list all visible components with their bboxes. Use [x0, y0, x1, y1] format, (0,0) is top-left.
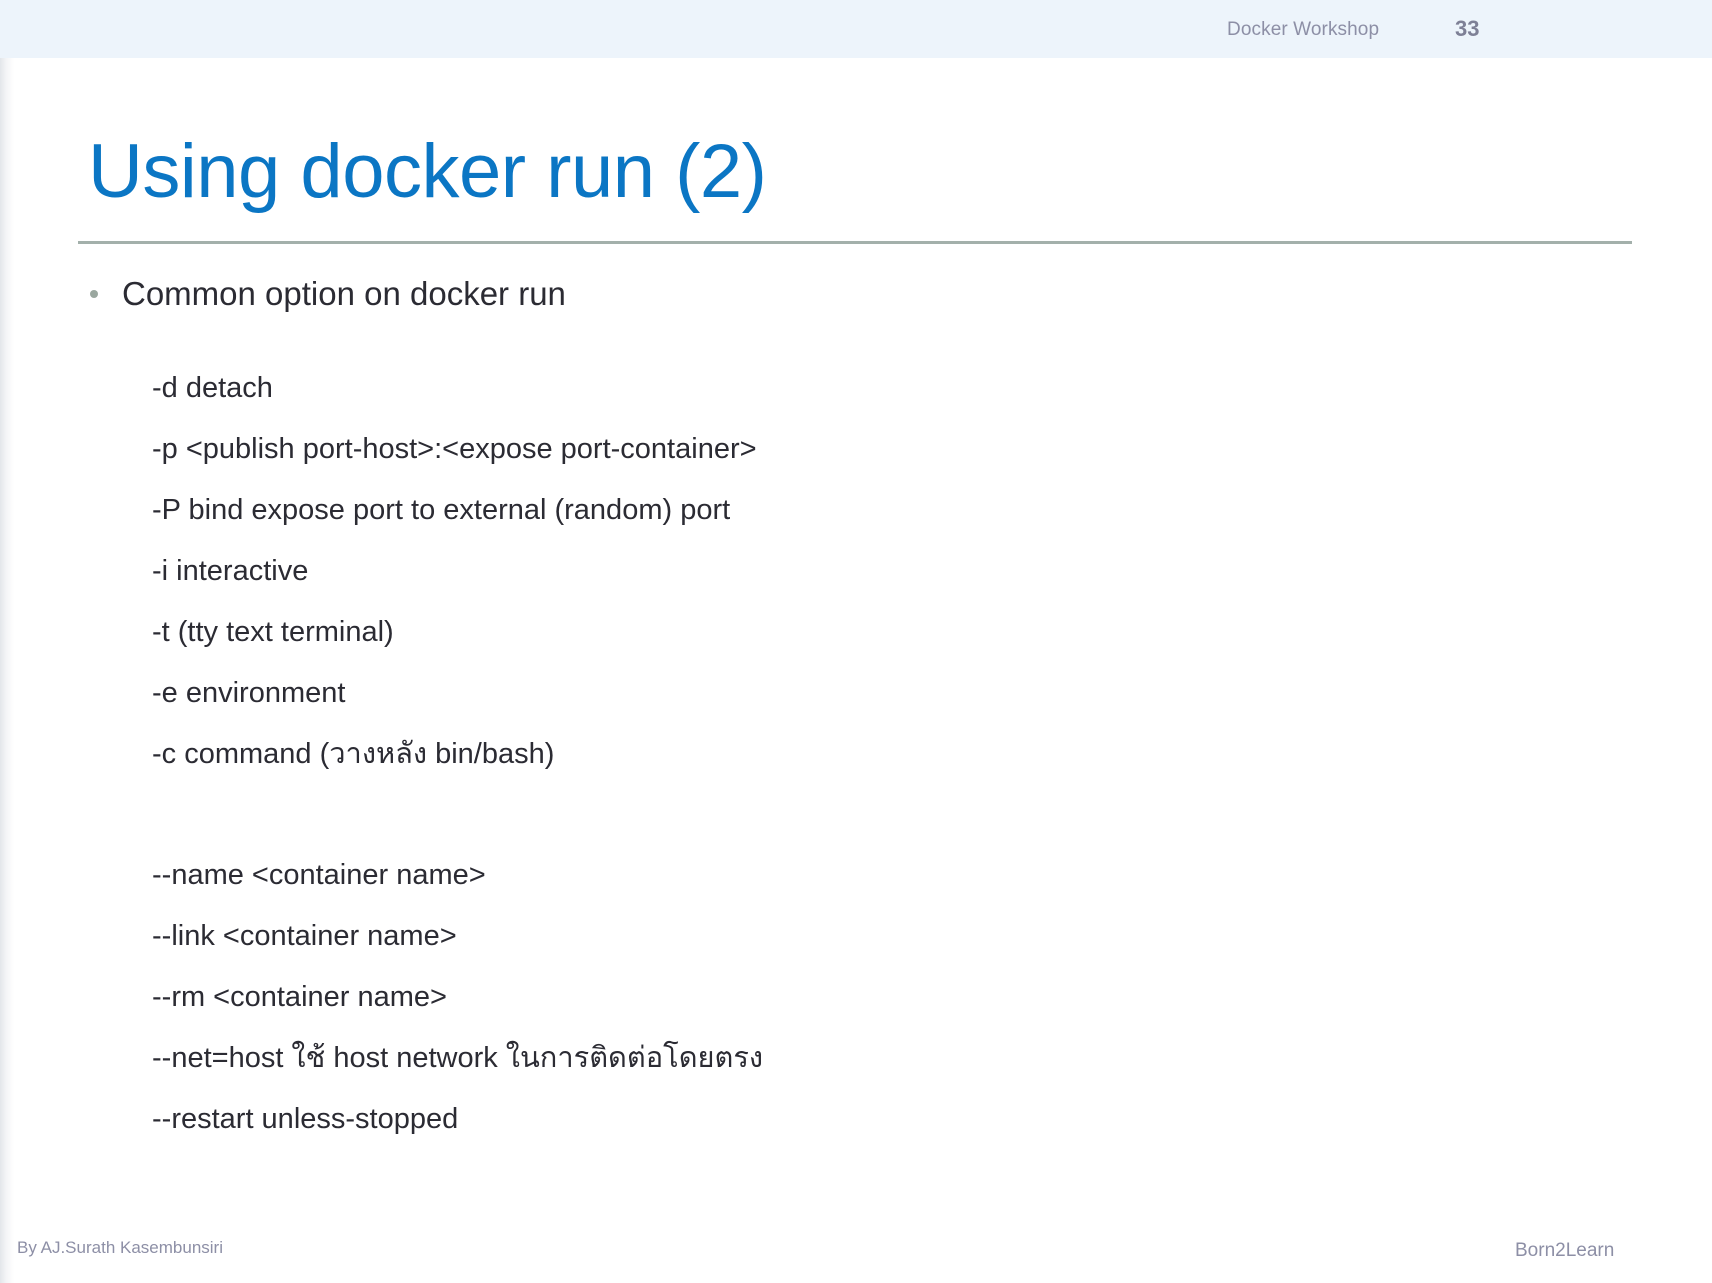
option-list: -d detach -p <publish port-host>:<expose…	[152, 358, 1552, 1150]
option-line: --name <container name>	[152, 859, 486, 891]
bullet-dot-icon	[90, 290, 98, 298]
option-line: --rm <container name>	[152, 981, 447, 1013]
bullet-item-common-option: Common option on docker run	[90, 272, 566, 316]
option-line: -i interactive	[152, 555, 309, 587]
deck-title: Docker Workshop	[1227, 19, 1380, 40]
option-line: -c command (วางหลัง bin/bash)	[152, 738, 555, 770]
title-divider	[78, 241, 1632, 244]
page-number: 33	[1455, 16, 1480, 41]
slide-header-band: Docker Workshop 33	[0, 0, 1712, 58]
option-line: --link <container name>	[152, 920, 457, 952]
option-line: --restart unless-stopped	[152, 1103, 459, 1135]
footer-brand: Born2Learn	[1515, 1240, 1615, 1261]
footer-author: By AJ.Surath Kasembunsiri	[17, 1238, 223, 1257]
option-line: -P bind expose port to external (random)…	[152, 494, 731, 526]
option-line: -p <publish port-host>:<expose port-cont…	[152, 433, 757, 465]
option-line: -t (tty text terminal)	[152, 616, 394, 648]
option-group-spacer	[152, 785, 1552, 845]
option-line: --net=host ใช้ host network ในการติดต่อโ…	[152, 1042, 764, 1074]
option-line: -d detach	[152, 372, 273, 404]
bullet-item-label: Common option on docker run	[122, 275, 566, 312]
page-title: Using docker run (2)	[88, 129, 767, 214]
option-line: -e environment	[152, 677, 346, 709]
